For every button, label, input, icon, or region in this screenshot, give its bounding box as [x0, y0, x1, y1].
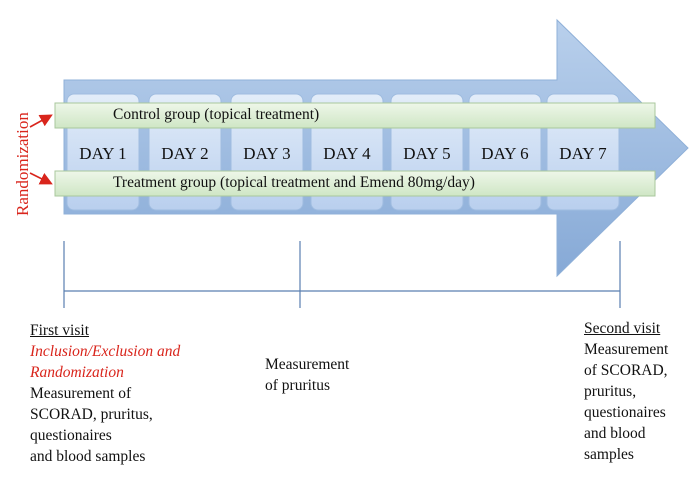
second-visit-line: pruritus, [584, 383, 637, 400]
first-visit-subtitle-1: Inclusion/Exclusion and [30, 343, 181, 360]
treatment-group-bar [54, 170, 656, 197]
randomization-arrow-treatment [29, 172, 53, 185]
day-label-2: DAY 2 [161, 143, 209, 163]
control-group-bar [54, 102, 656, 129]
middle-visit-note: Measurement of pruritus [265, 354, 349, 396]
day-label-3: DAY 3 [243, 143, 291, 163]
first-visit-title: First visit [30, 322, 90, 339]
second-visit-line: Measurement [584, 341, 669, 358]
middle-visit-line: of pruritus [265, 377, 331, 394]
second-visit-line: questionaires [584, 404, 666, 421]
control-group-label: Control group (topical treatment) [113, 106, 320, 123]
middle-visit-line: Measurement [265, 356, 350, 373]
second-visit-line: samples [584, 446, 634, 463]
first-visit-line: questionaires [30, 427, 112, 444]
day-label-7: DAY 7 [559, 143, 607, 163]
treatment-group-label: Treatment group (topical treatment and E… [113, 174, 475, 191]
first-visit-line: Measurement of [30, 385, 132, 402]
first-visit-line: SCORAD, pruritus, [30, 406, 153, 423]
randomization-label: Randomization [13, 112, 32, 216]
randomization-arrow-control [29, 114, 53, 128]
second-visit-line: and blood [584, 425, 646, 442]
first-visit-line: and blood samples [30, 448, 146, 465]
day-label-4: DAY 4 [323, 143, 371, 163]
day-label-1: DAY 1 [79, 143, 127, 163]
first-visit-note: First visit Inclusion/Exclusion and Rand… [30, 320, 180, 467]
first-visit-subtitle-2: Randomization [30, 364, 124, 381]
day-label-6: DAY 6 [481, 143, 529, 163]
second-visit-note: Second visit Measurement of SCORAD, prur… [584, 318, 668, 465]
second-visit-title: Second visit [584, 320, 661, 337]
day-label-5: DAY 5 [403, 143, 451, 163]
second-visit-line: of SCORAD, [584, 362, 668, 379]
